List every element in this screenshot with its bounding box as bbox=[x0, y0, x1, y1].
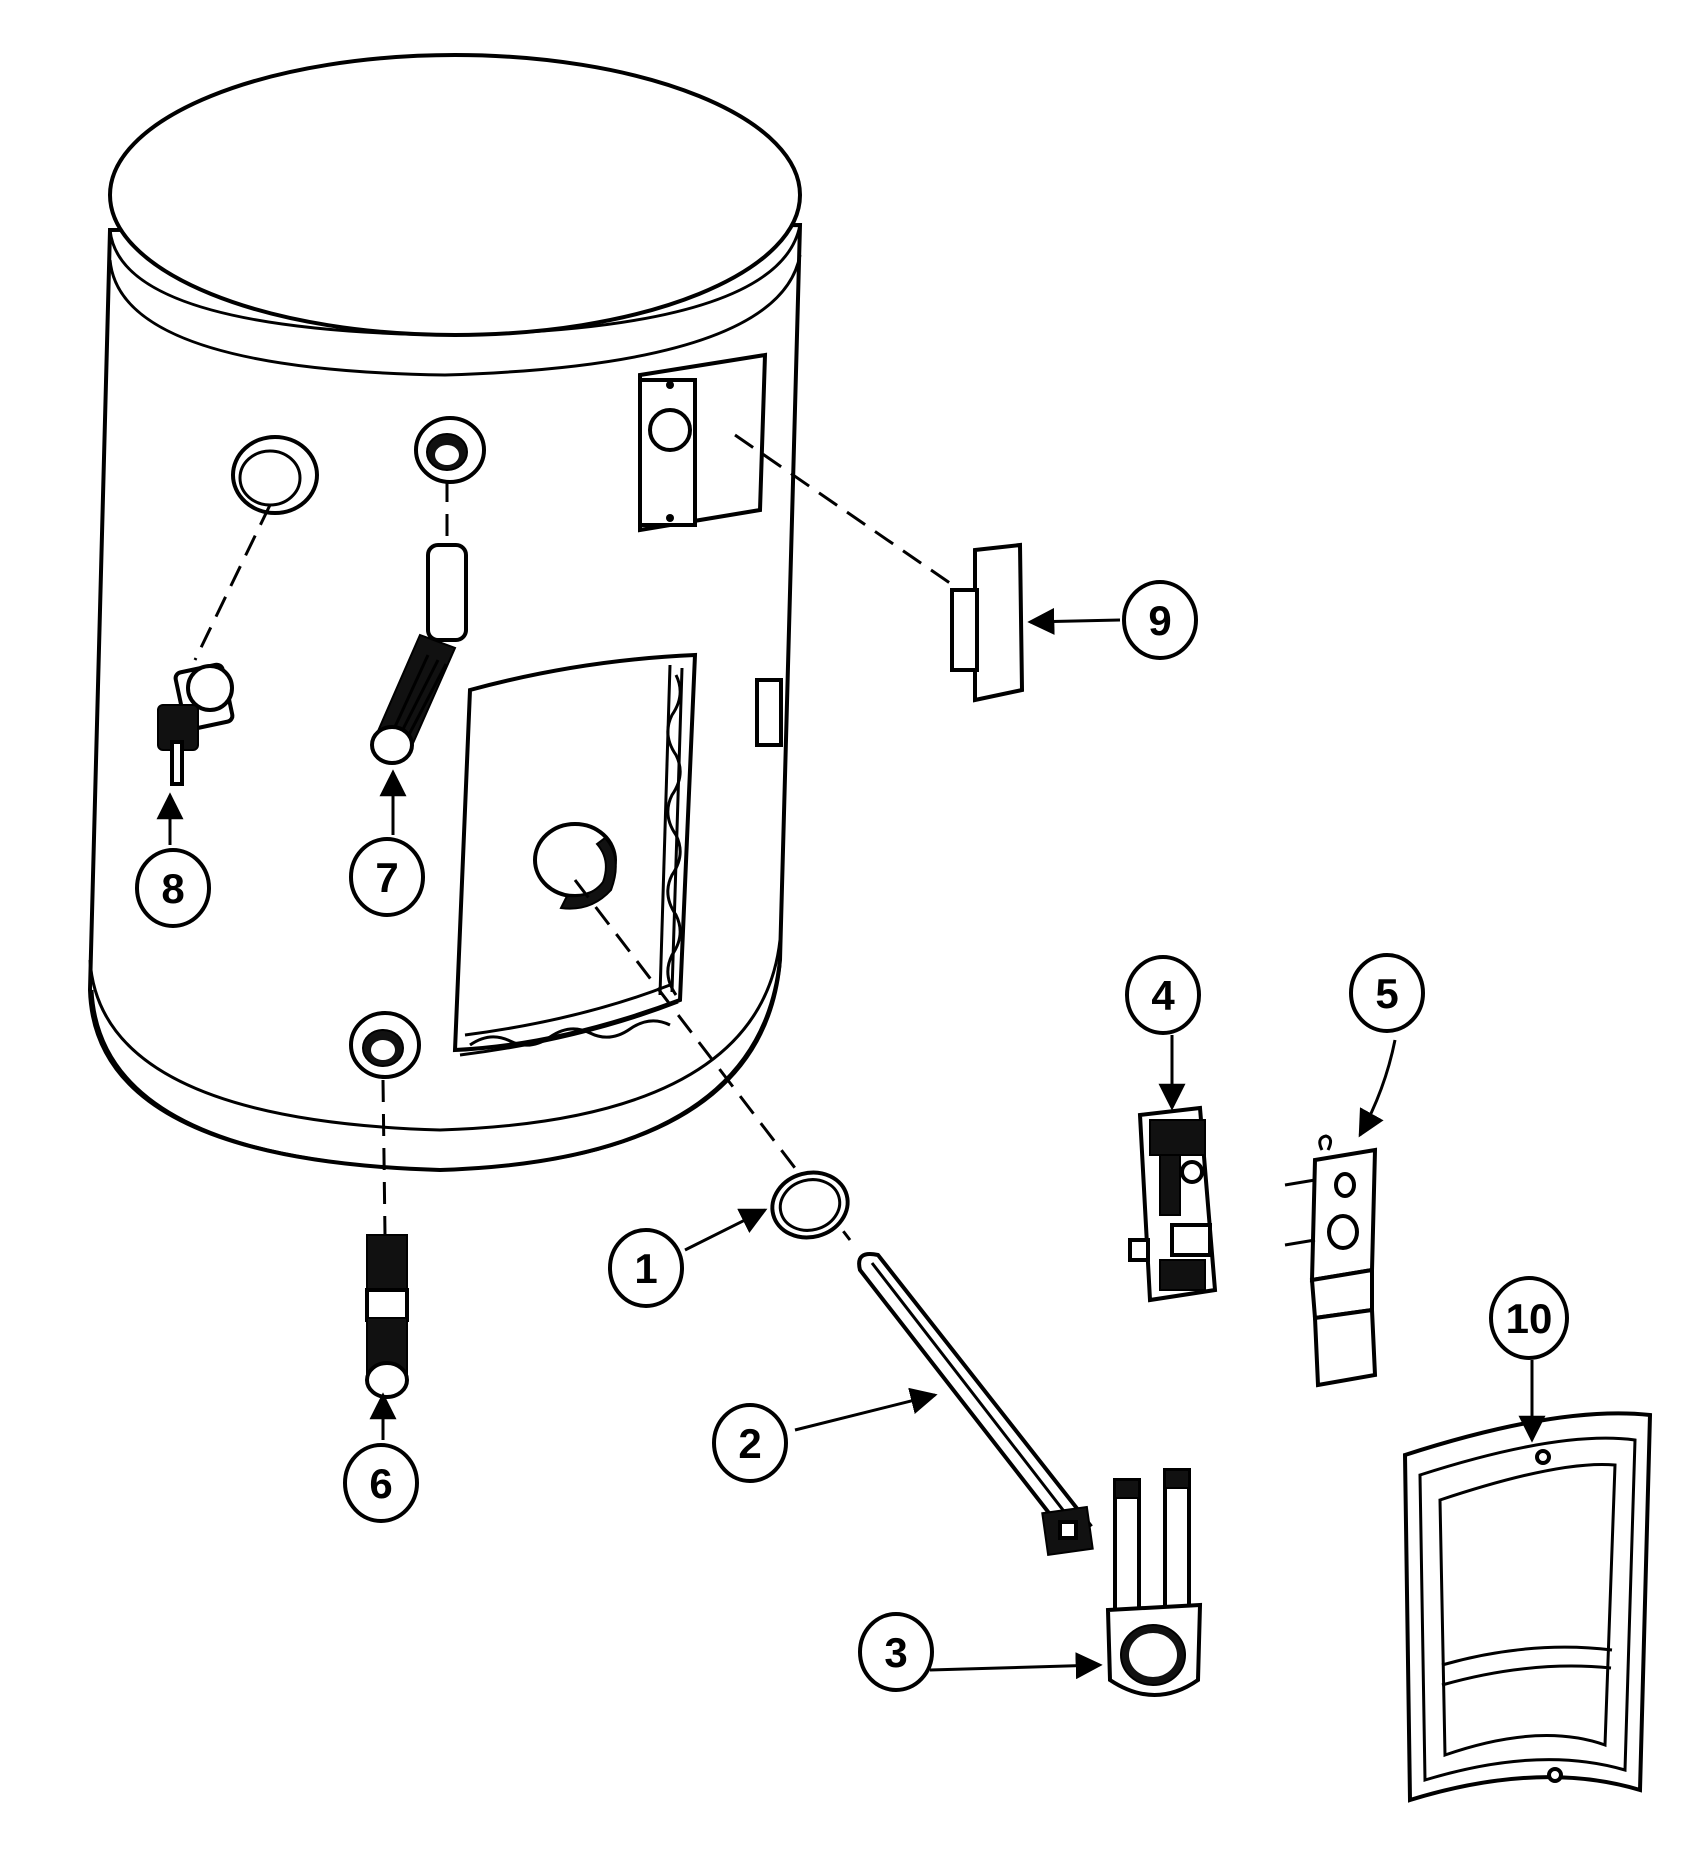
part-6-cold-nipple bbox=[365, 1234, 409, 1399]
callout-label-2: 2 bbox=[738, 1420, 761, 1467]
callout-4: 4 bbox=[1125, 955, 1201, 1035]
part-7-hot-nipple bbox=[370, 543, 468, 765]
element-port bbox=[533, 822, 617, 910]
callout-label-5: 5 bbox=[1375, 970, 1398, 1017]
part-4-thermostat bbox=[1128, 1105, 1218, 1303]
part-1-gasket bbox=[770, 1170, 850, 1240]
part-8-relief-valve bbox=[157, 662, 235, 786]
callout-10: 10 bbox=[1489, 1276, 1569, 1360]
thermostat-mount-plate bbox=[638, 352, 768, 533]
callout-5: 5 bbox=[1349, 953, 1425, 1033]
cold-inlet-fitting bbox=[349, 1011, 421, 1079]
callout-7: 7 bbox=[349, 837, 425, 917]
part-10-access-door bbox=[1402, 1411, 1653, 1803]
part-2-heating-element bbox=[857, 1252, 1094, 1556]
side-tab bbox=[755, 678, 783, 747]
callout-label-8: 8 bbox=[161, 865, 184, 912]
callout-6: 6 bbox=[343, 1443, 419, 1523]
relief-valve-fitting bbox=[231, 435, 319, 515]
callout-label-9: 9 bbox=[1148, 597, 1171, 644]
callout-label-7: 7 bbox=[375, 854, 398, 901]
callout-leaders bbox=[156, 607, 1546, 1680]
callout-label-4: 4 bbox=[1151, 972, 1175, 1019]
callout-label-6: 6 bbox=[369, 1460, 392, 1507]
callout-label-1: 1 bbox=[634, 1245, 657, 1292]
part-5-thermostat-bracket bbox=[1284, 1134, 1378, 1388]
callout-3: 3 bbox=[858, 1612, 934, 1692]
hot-outlet-fitting bbox=[414, 416, 486, 484]
part-9-thermostat-cover bbox=[950, 542, 1025, 703]
callout-2: 2 bbox=[712, 1403, 788, 1483]
callout-8: 8 bbox=[135, 848, 211, 928]
tank-top-lid bbox=[108, 53, 802, 337]
callout-9: 9 bbox=[1122, 580, 1198, 660]
callout-label-10: 10 bbox=[1506, 1295, 1553, 1342]
callout-1: 1 bbox=[608, 1228, 684, 1308]
callout-label-3: 3 bbox=[884, 1629, 907, 1676]
part-3-element-bracket bbox=[1105, 1468, 1203, 1697]
